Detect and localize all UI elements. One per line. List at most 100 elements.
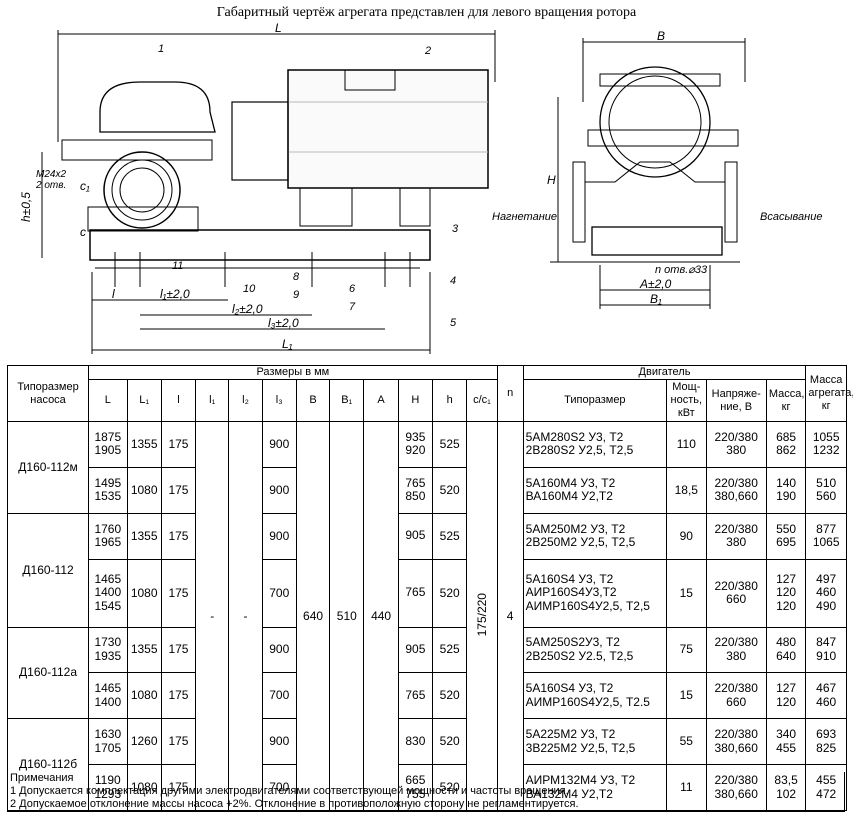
cell-l: 175 bbox=[160, 558, 197, 628]
cell-L1: 1080 bbox=[126, 672, 162, 720]
dim-B1: B₁ bbox=[650, 292, 662, 306]
cell-H-value: 920 bbox=[405, 443, 426, 458]
cell-l: 175 bbox=[160, 672, 197, 720]
cell-L-value: 1535 bbox=[94, 489, 122, 504]
cell-h: 520 bbox=[432, 466, 468, 514]
cell-voltage-value: 220/380 bbox=[714, 429, 758, 444]
cell-agg-mass-value: 693 bbox=[816, 727, 837, 742]
cell-h: 525 bbox=[432, 512, 468, 560]
cell-motor-mass-value: 480 bbox=[776, 635, 797, 650]
cell-L-value: 1465 bbox=[94, 571, 122, 586]
cell-L1: 1355 bbox=[126, 512, 162, 560]
cell-power: 18,5 bbox=[666, 466, 707, 514]
cell-voltage-value: 380,660 bbox=[714, 786, 758, 801]
callout-10: 10 bbox=[243, 283, 256, 295]
header-row-cols: L L₁ l l₁ l₂ l₃ B B₁ A H h c/c₁ Типоразм… bbox=[8, 379, 847, 422]
cell-voltage-value: 380 bbox=[726, 648, 747, 663]
cell-L-value: 1935 bbox=[94, 648, 122, 663]
cell-motor-mass-value: 695 bbox=[776, 535, 797, 550]
cell-voltage-value: 220/380 bbox=[714, 521, 758, 536]
cell-L-value: 1293 bbox=[94, 786, 122, 801]
cell-motor-type-value: 3В225М2 У2,5, Т2,5 bbox=[525, 740, 636, 755]
callout-5: 5 bbox=[450, 317, 457, 329]
cell-motor-mass-value: 640 bbox=[776, 648, 797, 663]
cell-H: 765 bbox=[397, 672, 434, 720]
cell-l: 175 bbox=[160, 718, 197, 766]
cell-agg-mass-value: 910 bbox=[816, 648, 837, 663]
cell-agg-mass-value: 560 bbox=[816, 489, 837, 504]
page-title: Габаритный чертёж агрегата представлен д… bbox=[216, 5, 637, 20]
dim-l1: l₁±2,0 bbox=[160, 287, 190, 301]
col-L: L bbox=[88, 379, 128, 422]
col-B1: B₁ bbox=[329, 379, 365, 422]
cell-H-value: 765 bbox=[405, 475, 426, 490]
cell-L1: 1355 bbox=[126, 626, 162, 674]
cell-agg-mass-value: 1065 bbox=[812, 535, 840, 550]
cell-power: 75 bbox=[666, 626, 707, 674]
cell-L-value: 1905 bbox=[94, 443, 122, 458]
dim-l3: l₃±2,0 bbox=[268, 316, 299, 330]
cell-agg-mass-value: 490 bbox=[816, 598, 837, 613]
cell-agg-mass-value: 825 bbox=[816, 740, 837, 755]
col-l3: l₃ bbox=[261, 379, 297, 422]
cell-motor-type-value: 5А160S4 У3, Т2 bbox=[525, 681, 614, 696]
cell-H: 830 bbox=[397, 718, 434, 766]
cell-voltage-value: 220/380 bbox=[714, 727, 758, 742]
cell-agg-mass-value: 1232 bbox=[812, 443, 840, 458]
cell-motor-type-value: 5AM280S2 У3, Т2 bbox=[525, 429, 624, 444]
cell-B: 640 bbox=[295, 421, 331, 811]
col-l1: l₁ bbox=[195, 379, 230, 422]
cell-power: 55 bbox=[666, 718, 707, 766]
cell-L-value: 1465 bbox=[94, 681, 122, 696]
cell-voltage-value: 660 bbox=[726, 694, 747, 709]
col-motor-mass: Масса, кг bbox=[765, 379, 807, 422]
cell-voltage-value: 220/380 bbox=[714, 475, 758, 490]
cell-motor-mass-value: 140 bbox=[776, 475, 797, 490]
cell-h: 525 bbox=[432, 626, 468, 674]
cell-motor-mass-value: 340 bbox=[776, 727, 797, 742]
col-B: B bbox=[295, 379, 331, 422]
cell-n: 4 bbox=[496, 421, 524, 811]
specs-table: Типоразмер насоса Размеры в мм n Двигате… bbox=[6, 365, 853, 811]
cell-motor-mass-value: 455 bbox=[776, 740, 797, 755]
cell-L-value: 1630 bbox=[94, 727, 122, 742]
pump-model: Д160-112 bbox=[6, 512, 90, 628]
cell-motor-mass-value: 190 bbox=[776, 489, 797, 504]
dim-H: H bbox=[547, 173, 556, 187]
cell-L-value: 1495 bbox=[94, 475, 122, 490]
col-l: l bbox=[160, 379, 197, 422]
cell-cc1: 175/220 bbox=[466, 421, 498, 811]
col-A: A bbox=[363, 379, 399, 422]
note-2: 2 Допускаемое отклонение массы насоса +2… bbox=[10, 798, 579, 810]
cell-motor-mass-value: 83,5 bbox=[774, 773, 798, 788]
cell-motor-mass-value: 127 bbox=[776, 571, 797, 586]
callout-6: 6 bbox=[349, 283, 356, 295]
cell-l3: 900 bbox=[261, 626, 297, 674]
cell-motor-type-value: 5А160М4 У3, Т2 bbox=[525, 475, 616, 490]
header-tiporazmer: Типоразмер насоса bbox=[6, 365, 90, 422]
cell-motor-type-value: 2В250М2 У2,5, Т2,5 bbox=[525, 535, 636, 550]
cell-motor-type-value: АИМР160S4У2,5, Т2,5 bbox=[525, 598, 650, 613]
cell-power: 11 bbox=[666, 764, 707, 811]
callout-7: 7 bbox=[349, 301, 356, 313]
